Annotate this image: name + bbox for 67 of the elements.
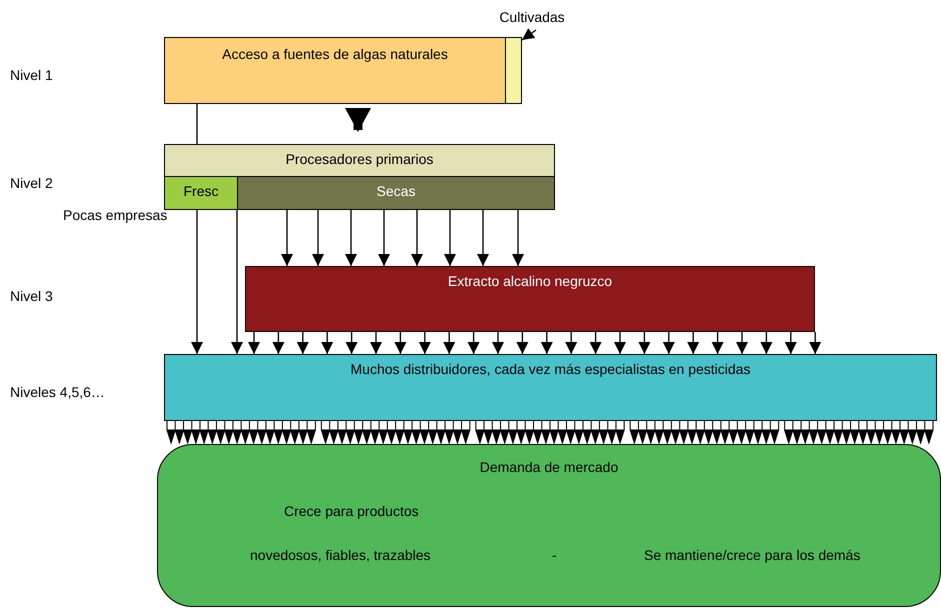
node-text: Demanda de mercado — [478, 459, 620, 475]
arrow — [809, 332, 822, 354]
rounded-box — [157, 444, 941, 607]
arrow — [272, 332, 284, 354]
arrow — [321, 332, 334, 354]
arrow — [477, 210, 489, 266]
arrow — [281, 210, 293, 266]
arrow — [411, 210, 423, 266]
arrow — [231, 210, 243, 354]
arrow — [784, 332, 797, 354]
arrow — [492, 332, 504, 354]
arrow — [370, 332, 382, 354]
node-text: Muchos distribuidores, cada vez más especialistas en pesticidas — [350, 361, 752, 377]
arrow — [345, 210, 357, 266]
node-text: Secas — [376, 183, 416, 199]
arrow — [712, 332, 724, 354]
comb-arrow — [784, 420, 934, 444]
node-text: Procesadores primarios — [284, 151, 434, 167]
node-text: Extracto alcalino negruzco — [446, 273, 614, 289]
comb-arrow — [166, 420, 316, 444]
arrow — [296, 332, 309, 354]
arrow — [345, 108, 371, 132]
arrow — [540, 332, 553, 354]
node-text: - — [552, 547, 557, 563]
process-box — [245, 266, 815, 332]
level-label: Nivel 1 — [10, 67, 53, 83]
arrow — [394, 332, 406, 354]
band-box — [237, 176, 555, 210]
level-label: Nivel 3 — [10, 288, 53, 304]
node-text: novedosos, fiables, trazables — [250, 547, 431, 563]
node-text: Fresc — [182, 183, 220, 199]
comb-arrow — [320, 420, 470, 444]
arrow — [687, 332, 700, 354]
arrow — [248, 332, 260, 354]
arrow — [444, 210, 456, 266]
arrow — [516, 332, 528, 354]
node-text: Acceso a fuentes de algas naturales — [221, 46, 449, 62]
arrow — [512, 210, 524, 266]
comb-arrow — [630, 420, 780, 444]
arrow — [662, 332, 675, 354]
narrow-box — [505, 37, 522, 104]
comb-arrow — [475, 420, 625, 444]
arrow — [614, 332, 626, 354]
arrow — [346, 332, 358, 354]
arrow — [522, 28, 536, 41]
arrow — [312, 210, 324, 266]
arrow — [638, 332, 650, 354]
level-label: Pocas empresas — [63, 207, 168, 223]
arrow — [468, 332, 480, 354]
process-box — [164, 354, 937, 421]
arrow — [565, 332, 578, 354]
connector-line — [196, 104, 198, 144]
arrow — [590, 332, 602, 354]
arrow — [378, 210, 390, 266]
band-box — [164, 176, 238, 210]
level-label: Niveles 4,5,6… — [10, 384, 105, 400]
node-text: Se mantiene/crece para los demás — [644, 547, 860, 563]
node-text: Cultivadas — [498, 9, 566, 25]
band-box — [164, 144, 555, 177]
source-box — [164, 37, 506, 104]
arrow — [191, 210, 203, 354]
level-label: Nivel 2 — [10, 175, 53, 191]
node-text: Crece para productos — [284, 503, 419, 519]
arrow — [418, 332, 431, 354]
arrow — [736, 332, 748, 354]
arrow — [760, 332, 772, 354]
arrow — [443, 332, 456, 354]
